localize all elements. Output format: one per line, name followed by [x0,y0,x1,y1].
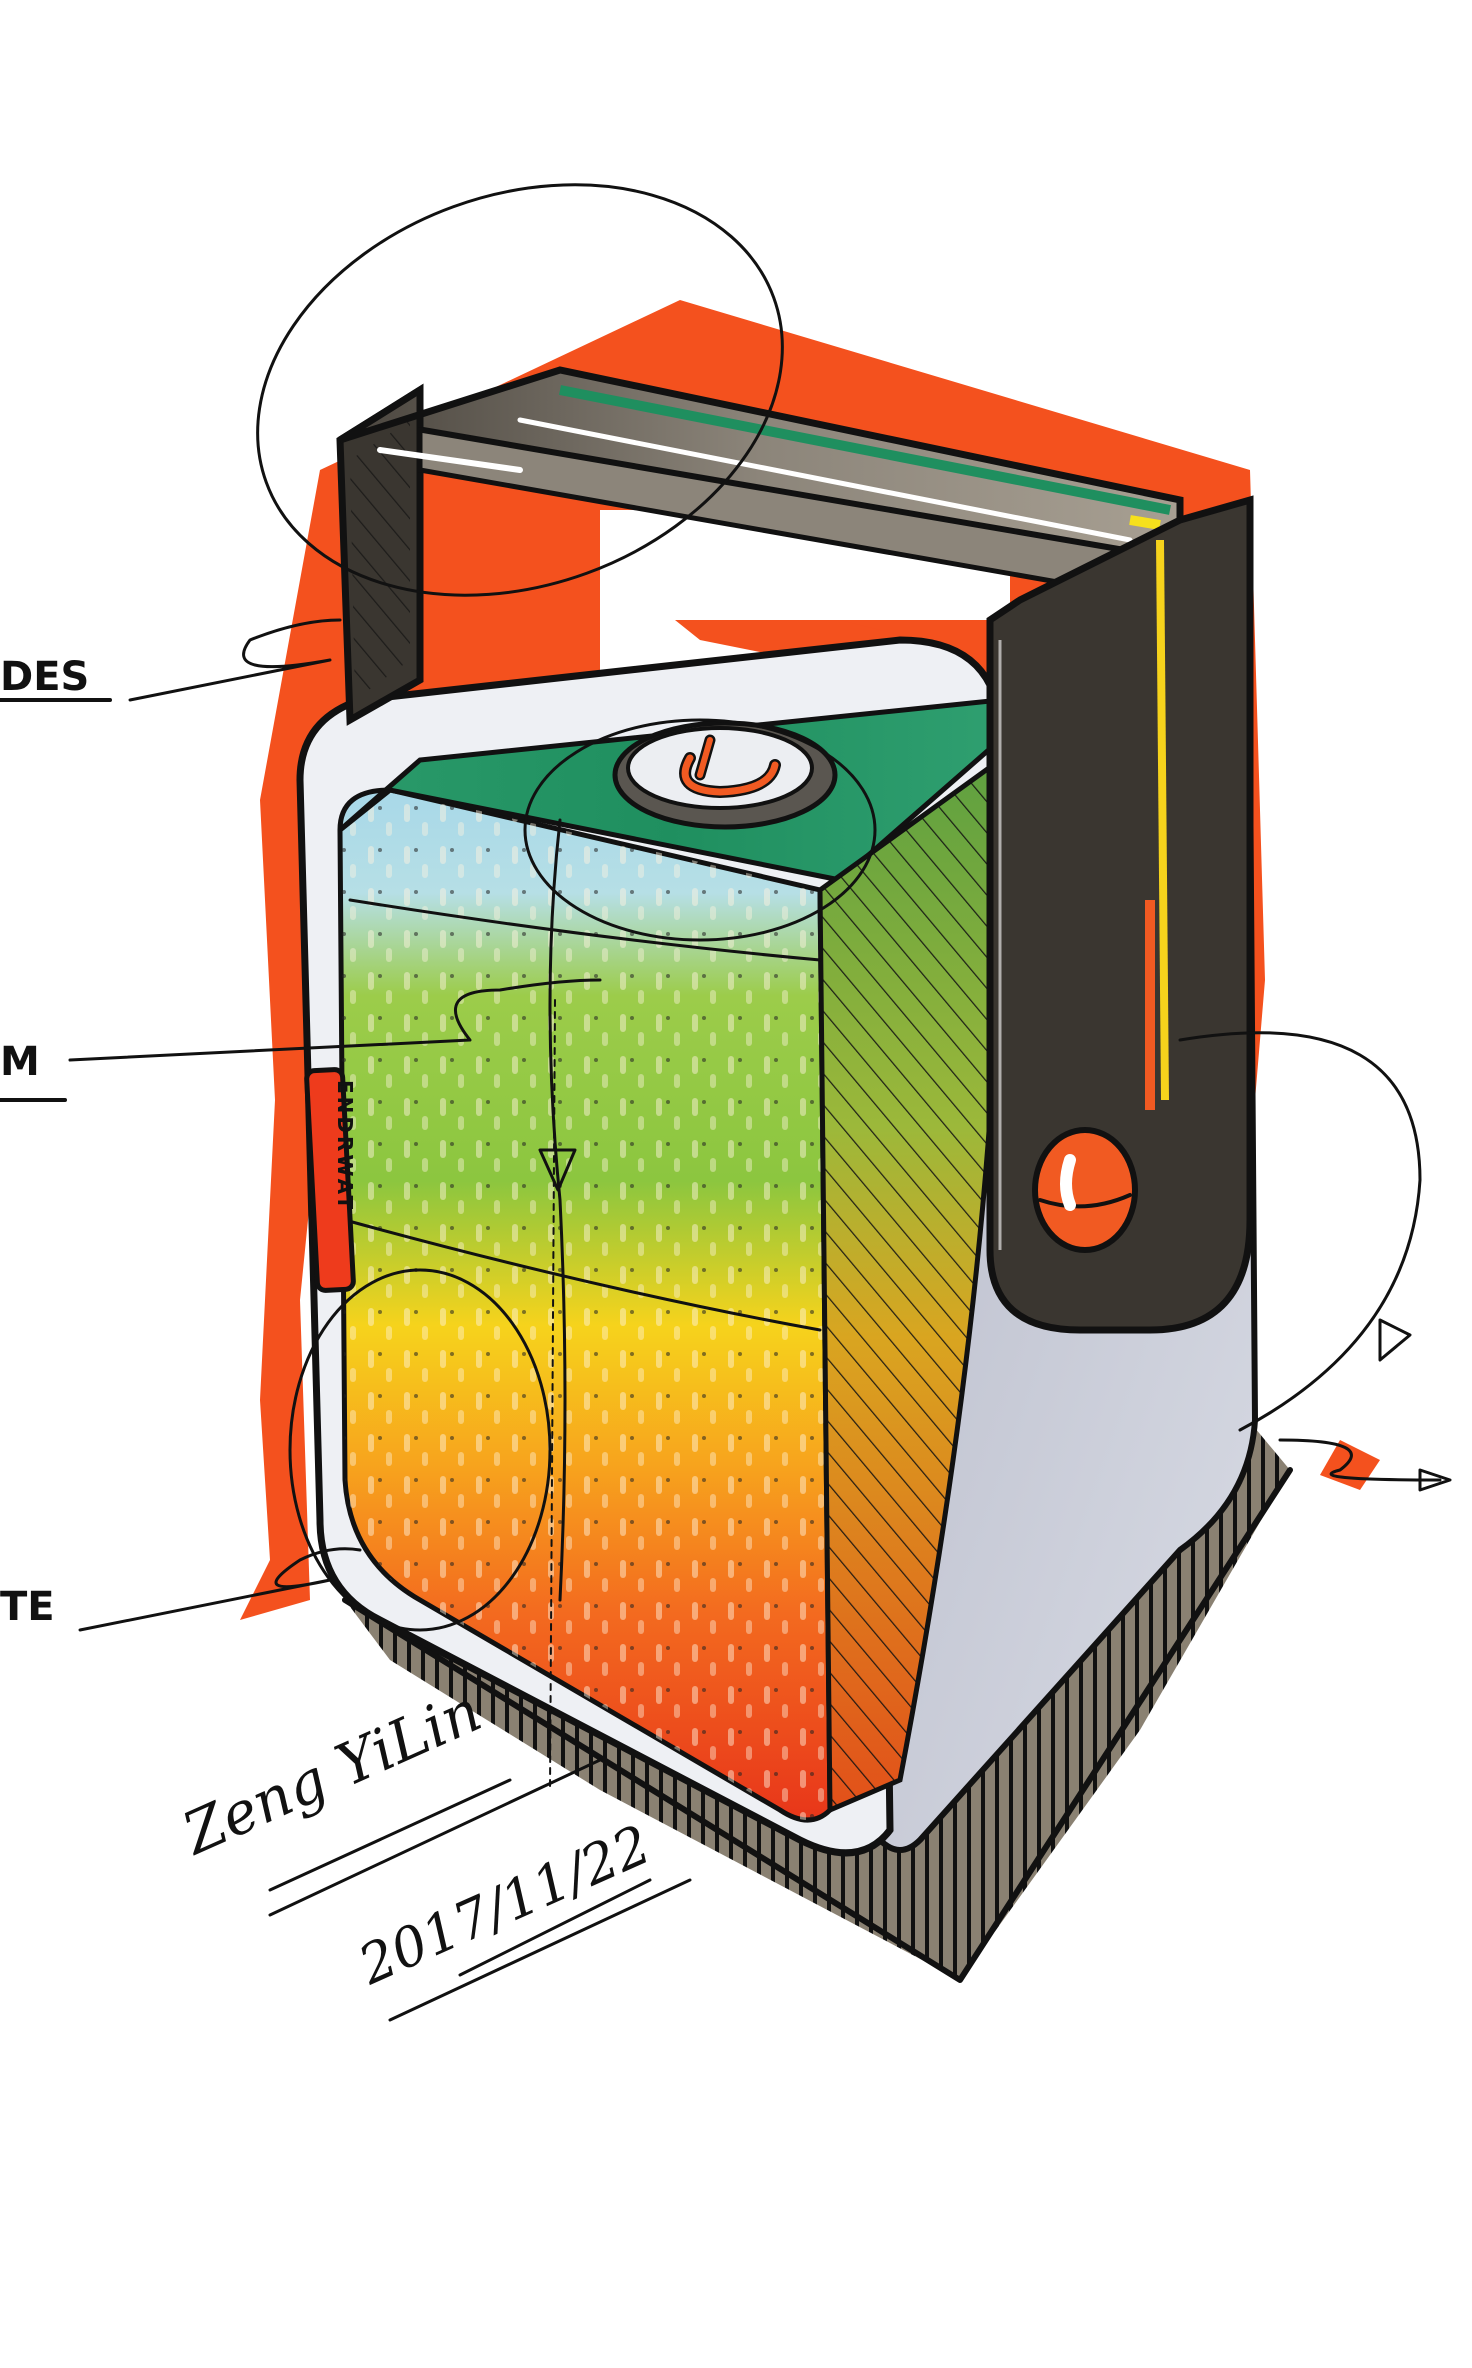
callouts: DES M TE [0,618,602,1632]
carry-handle[interactable] [336,366,1254,1334]
brand-text: ENDRWAT [333,1080,357,1212]
brand-label: ENDRWAT [304,1067,357,1293]
callout-label-middle: M [0,1039,40,1085]
construction-lines [256,183,1452,1632]
callout-label-top: DES [0,654,89,700]
signature-date: 2017/11/22 [349,1813,660,1998]
signature-name: Zeng YiLin [171,1676,491,1868]
handle-knob[interactable] [1032,1127,1138,1253]
power-icon [679,734,781,799]
callout-label-bottom: TE [0,1584,55,1630]
power-button[interactable] [612,720,838,830]
